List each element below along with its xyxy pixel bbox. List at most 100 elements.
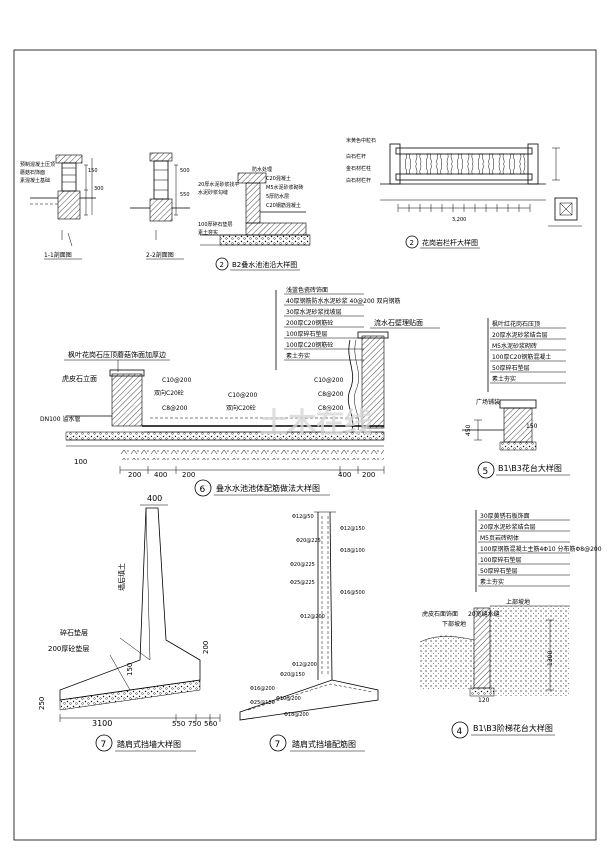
gravel-label: 碎石垫层: [60, 628, 88, 637]
label: 上部坡地: [506, 598, 530, 606]
label: C20混凝土: [266, 175, 291, 182]
rebar-label: Φ10@200: [276, 696, 301, 702]
rebar-label: Φ12@50: [292, 514, 314, 520]
label: 虎皮石面饰面: [422, 610, 458, 618]
drawing-title: 踏肩式挡墙配筋图: [292, 739, 356, 749]
dim: 500: [180, 168, 190, 174]
detail-number-circle: [95, 734, 113, 752]
rebar-label: C10@200: [162, 377, 191, 384]
label: C20钢筋混凝土: [266, 202, 301, 209]
pipe-label: DN100 溢水管: [40, 415, 80, 423]
label: 蘑菇石饰面: [20, 169, 45, 176]
rebar-label: Φ25@150: [250, 700, 275, 706]
baluster: [425, 153, 432, 175]
rebar-label: Φ18@200: [284, 712, 309, 718]
rock-label: 虎皮石立面: [62, 374, 97, 383]
sheet-frame: [13, 49, 597, 841]
top-right-label: 流水石壁理贴面: [374, 318, 423, 327]
layer-label: 100厚碎石垫层: [286, 330, 327, 338]
section-2-title: 2-2剖面图: [146, 251, 174, 259]
layer-label: 30厚水泥砂浆找坡层: [286, 308, 342, 316]
side-label: 墙后填土: [117, 563, 126, 591]
baluster: [509, 153, 515, 175]
label: 素混凝土基础: [20, 177, 50, 184]
dim: 550: [180, 192, 190, 198]
label: 广场铺装: [476, 398, 500, 406]
layer-label: 50厚碎石垫层: [480, 567, 518, 575]
rebar-label: Φ20@225: [290, 562, 315, 568]
dim: 3100: [92, 719, 112, 728]
detail-number-circle: [269, 734, 287, 752]
base-label: 200厚砼垫层: [48, 644, 89, 653]
label: 预制混凝土压顶: [20, 161, 55, 168]
drawing-pool-edge-sections: 预制混凝土压顶 蘑菇石饰面 素混凝土基础 150 300 1-1剖面图 500 …: [20, 152, 190, 260]
drawing-pool-reinforcement: 浅蓝色瓷砖饰面 40厚钢筋防水水泥砂浆 40@200 双向钢筋 30厚水泥砂浆找坡层…: [40, 286, 440, 497]
detail-number: 6: [200, 485, 206, 495]
layer-label: 100厚碎石垫层: [480, 556, 521, 564]
dim: 750: [188, 720, 201, 728]
dim: 400: [147, 494, 162, 503]
layer-label: 100厚钢筋混凝土主筋4Φ10 分布筋Φ8@200: [480, 545, 602, 553]
layer-label: 素土夯实: [480, 578, 504, 586]
baluster: [405, 153, 411, 175]
dim: 400: [338, 471, 351, 479]
detail-number-circle: [194, 479, 212, 497]
rebar-label: C8@200: [318, 391, 344, 398]
drawing-wall-reinforcement: Φ12@50Φ12@150Φ20@225Φ18@100Φ20@225Φ25@22…: [239, 511, 379, 752]
baluster: [436, 153, 443, 175]
rebar-label: C10@200: [314, 377, 343, 384]
watermark: 土木在线: [260, 406, 372, 439]
drawing-title: B2叠水池池沿大样图: [232, 260, 297, 269]
baluster: [457, 153, 463, 175]
detail-number-circle: [477, 461, 495, 479]
dim: 120: [478, 697, 490, 704]
layer-label: 枫叶红花岗石压顶: [492, 320, 540, 328]
rebar-label: C10@200: [228, 392, 257, 399]
dim: 200: [202, 641, 210, 654]
layer-label: M5水泥砂浆砌砖: [492, 342, 537, 350]
dim: 1300: [547, 651, 554, 666]
baluster: [446, 153, 453, 175]
layer-label: 浅蓝色瓷砖饰面: [286, 286, 328, 294]
concrete-label: 双向C20砼: [154, 389, 184, 397]
rebar-label: Φ12@200: [300, 614, 325, 620]
label: 水泥砂浆勾缝: [198, 189, 228, 196]
layer-label: 100厚C20钢筋砼: [286, 341, 333, 349]
dim: 100: [74, 458, 87, 466]
layer-label: 20厚水泥砂浆结合层: [480, 523, 536, 531]
dim: 3,200: [452, 217, 466, 223]
drawing-pool-wall-detail: 防水处理 C20混凝土 M5水泥砂浆砌砖 5厚防水层 C20钢筋混凝土 100厚…: [198, 166, 311, 271]
concrete-label: 双向C20砼: [226, 404, 256, 412]
rebar-label: Φ16@500: [340, 590, 365, 596]
dim: 150: [88, 168, 98, 174]
drawing-title: 叠水水池池体配筋做法大样图: [216, 483, 320, 493]
layer-label: 40厚钢筋防水水泥砂浆 40@200 双向钢筋: [286, 297, 401, 305]
layer-label: 素土夯实: [492, 375, 516, 383]
dim: 200: [362, 471, 375, 479]
label: 100厚碎石垫层: [198, 221, 233, 228]
dim: 550: [172, 720, 185, 728]
detail-number: 7: [101, 740, 107, 750]
drawing-stepped-planter: 30厚黄锈石板饰面20厚水泥砂浆结合层M5页岩砖砌体100厚钢筋混凝土主筋4Φ1…: [419, 510, 602, 739]
drawing-balustrade: 米黄色中粒石 白石栏杆 金石材栏柱 白石材栏杆 3,200 2 花岗岩栏杆大样图: [346, 137, 582, 249]
label: 米黄色中粒石: [346, 137, 376, 144]
baluster: [498, 153, 505, 175]
rebar-label: Φ12@200: [292, 662, 317, 668]
left-note: 枫叶花岗石压顶蘑菇饰面加厚边: [68, 350, 166, 359]
layer-label: M5页岩砖砌体: [480, 534, 519, 542]
dim: 300: [94, 186, 104, 192]
drawing-retaining-wall: 400 墙后填土 碎石垫层 200厚砼垫层 150 250 200 3100 5…: [38, 494, 221, 752]
layer-label: 100厚C20钢筋混凝土: [492, 353, 551, 361]
label: 防水处理: [252, 166, 272, 173]
drawing-title: B1\B3花台大样图: [498, 463, 562, 473]
detail-number-circle: [405, 235, 419, 249]
dim: 560: [204, 720, 217, 728]
detail-number: 4: [457, 727, 463, 737]
layer-label: 素土夯实: [286, 352, 310, 360]
drawing-title: 踏肩式挡墙大样图: [117, 739, 181, 749]
label: 5厚防水层: [266, 193, 289, 200]
dim: 400: [154, 471, 167, 479]
dim: 150: [126, 663, 134, 676]
rebar-label: Φ18@100: [340, 548, 365, 554]
